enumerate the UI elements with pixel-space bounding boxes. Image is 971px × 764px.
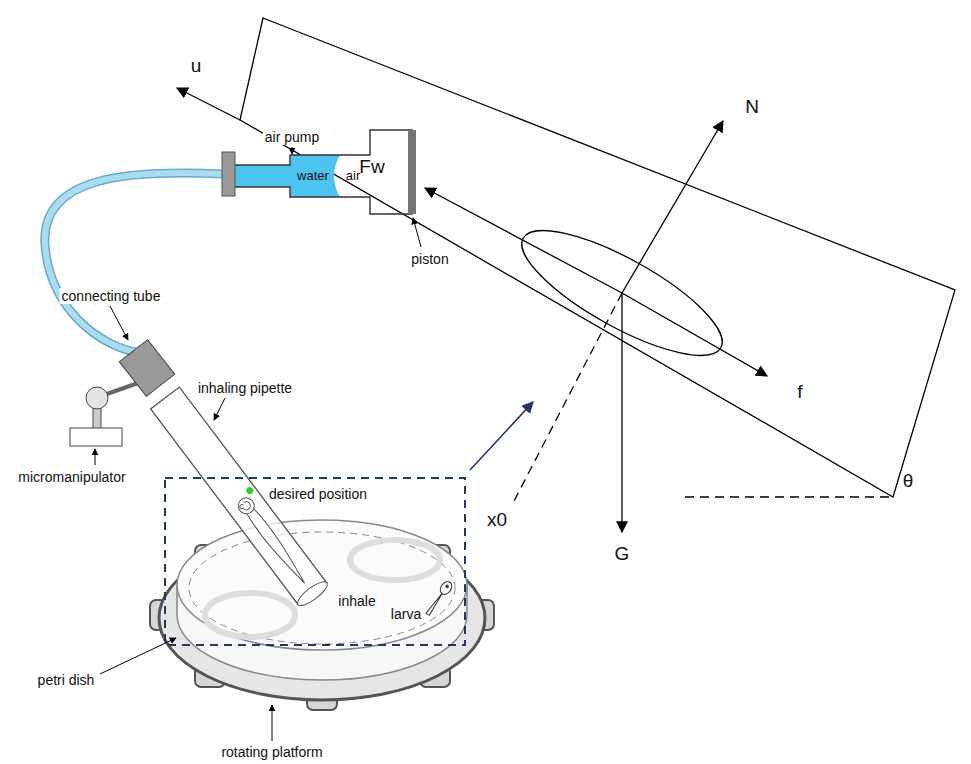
captured-larva-body xyxy=(245,506,309,586)
part-label: desired position xyxy=(267,486,369,502)
part-label: micromanipulator xyxy=(16,469,127,485)
larva-tail xyxy=(426,592,444,616)
part-label: connecting tube xyxy=(60,288,163,304)
water-fill xyxy=(235,155,340,197)
piston-plate xyxy=(408,130,416,214)
part-label: piston xyxy=(409,251,450,267)
part-label: air pump xyxy=(263,129,321,145)
water-force-arrow xyxy=(425,188,622,293)
force-label: G xyxy=(613,543,632,565)
manipulator-base xyxy=(70,428,122,446)
medium-label: water xyxy=(295,169,331,184)
desired-position-dot xyxy=(245,486,255,496)
force-label: N xyxy=(743,96,761,118)
part-label: inhaling pipette xyxy=(196,380,294,396)
friction-arrow xyxy=(622,293,767,376)
petri-dish xyxy=(177,520,467,650)
larva-head xyxy=(438,579,454,596)
larva-eye xyxy=(445,584,450,589)
pipette-opening xyxy=(294,578,330,609)
pipette-section xyxy=(240,18,955,497)
normal-force-arrow xyxy=(622,121,723,293)
manipulator-arm xyxy=(104,383,138,395)
zoom-pointer xyxy=(470,402,533,470)
larva-figure xyxy=(424,579,455,617)
leader-line xyxy=(100,638,176,674)
velocity-arrow xyxy=(177,88,240,120)
force-diagram xyxy=(177,18,955,532)
force-label: Fw xyxy=(357,156,386,178)
part-label: larva xyxy=(389,606,423,622)
leader-line xyxy=(110,306,128,340)
part-label: rotating platform xyxy=(219,744,324,760)
gravity-arrow xyxy=(621,293,622,532)
dish-well xyxy=(205,593,295,637)
part-label: petri dish xyxy=(36,672,97,688)
dish-well xyxy=(350,540,440,580)
leader-line xyxy=(272,705,273,741)
dish-inner-rim xyxy=(189,532,455,644)
manipulator-stem xyxy=(93,408,101,429)
axis-dashed-line xyxy=(513,293,622,503)
manipulator-joint xyxy=(86,387,108,409)
tube-outline xyxy=(45,173,222,352)
axis-label: x0 xyxy=(485,509,509,531)
leader-line xyxy=(95,449,96,465)
leader-line xyxy=(413,218,421,247)
force-label: f xyxy=(795,381,804,403)
pump-cap xyxy=(222,152,235,196)
captured-larva-head xyxy=(235,495,257,517)
leader-line xyxy=(214,398,225,420)
medium-label: air xyxy=(344,169,362,184)
leader-line xyxy=(292,147,293,154)
connector-block xyxy=(119,340,174,397)
action-label: inhale xyxy=(336,593,377,609)
larva-spiral xyxy=(239,500,252,512)
vector-label: u xyxy=(189,55,204,77)
zoom-box xyxy=(165,478,465,645)
pump-body xyxy=(235,130,412,214)
angle-label: θ xyxy=(901,470,916,492)
horizontal-reference xyxy=(685,496,890,497)
connecting-tube xyxy=(45,173,222,352)
